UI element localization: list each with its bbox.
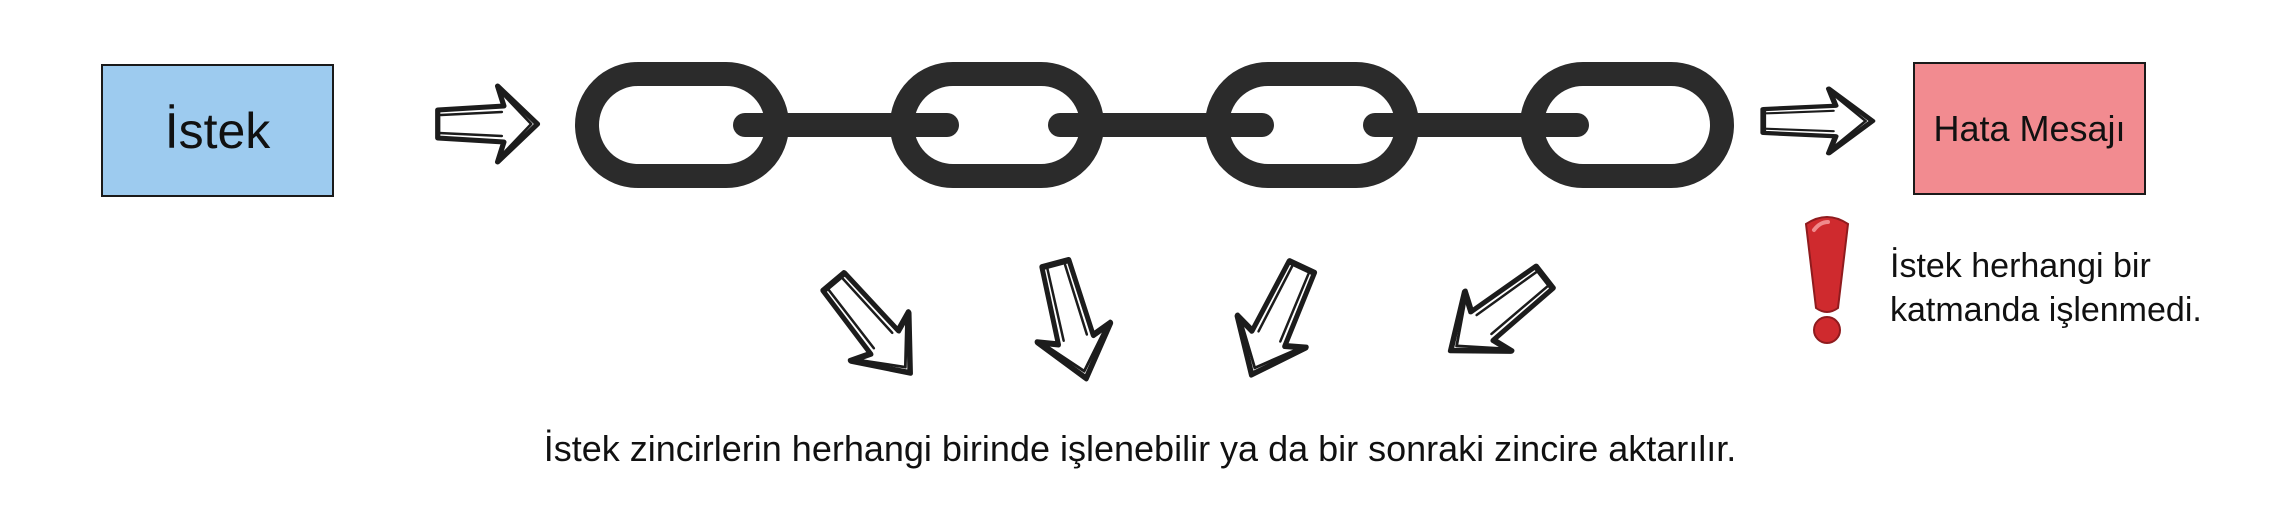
exclamation-icon [1804, 216, 1850, 344]
error-note-line-2: katmanda işlenmedi. [1890, 291, 2202, 329]
link-3-handle-arrow-icon [1217, 251, 1336, 391]
chain [575, 62, 1734, 188]
request-box: İstek [101, 64, 334, 197]
error-box-label: Hata Mesajı [1933, 107, 2126, 149]
link-2-handle-arrow-icon [1019, 254, 1123, 388]
diagram-caption: İstek zincirlerin herhangi birinde işlen… [543, 428, 1737, 469]
request-box-label: İstek [164, 102, 271, 159]
request-to-chain-arrow-icon [438, 86, 538, 162]
error-note-line-1: İstek herhangi bir [1890, 247, 2151, 285]
error-note: İstek herhangi bir katmanda işlenmedi. [1890, 244, 2202, 332]
chain-to-error-arrow-icon [1763, 89, 1872, 154]
link-4-handle-arrow-icon [1427, 247, 1567, 380]
link-1-handle-arrow-icon [805, 257, 940, 397]
error-message-box: Hata Mesajı [1913, 62, 2146, 195]
